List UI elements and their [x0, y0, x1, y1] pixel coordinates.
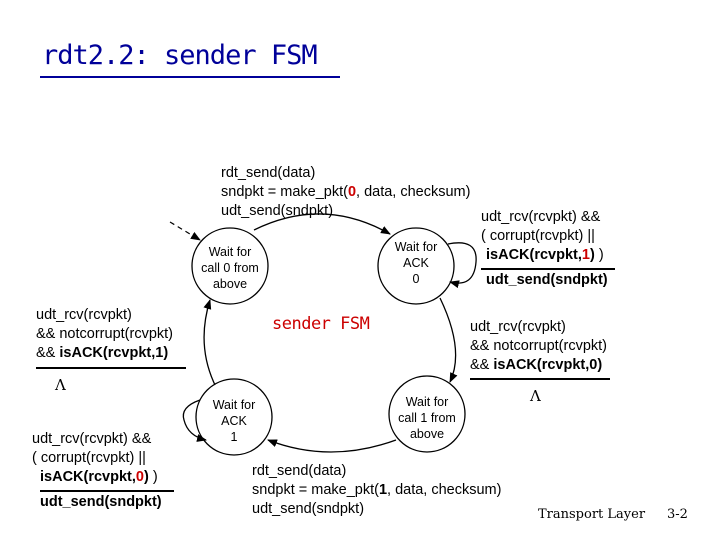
transition-send1: rdt_send(data) sndpkt = make_pkt(1, data…: [252, 462, 501, 519]
arrow-ack0-retx: [447, 242, 477, 289]
state-label-wait-ack0: Wait for ACK 0: [394, 240, 438, 286]
ack0-ok-action: Λ: [530, 387, 541, 405]
state-wait-ack1: [195, 378, 273, 456]
transition-ack0-retx: udt_rcv(rcvpkt) && ( corrupt(rcvpkt) || …: [481, 208, 615, 290]
initial-arrow: [169, 221, 201, 241]
transition-send0: rdt_send(data) sndpkt = make_pkt(0, data…: [221, 164, 470, 221]
transition-ack1-retx: udt_rcv(rcvpkt) && ( corrupt(rcvpkt) || …: [32, 430, 174, 512]
send1-action2: udt_send(sndpkt): [252, 501, 365, 517]
arrow-ack1-retx: [182, 399, 207, 442]
send1-action: sndpkt = make_pkt(1, data, checksum): [252, 482, 502, 498]
arrow-ack1-ok: [203, 299, 216, 386]
footer-page-number: 3-2: [667, 507, 688, 522]
state-wait-call1: [388, 375, 466, 453]
transition-ack1-ok: udt_rcv(rcvpkt) && notcorrupt(rcvpkt) &&…: [36, 307, 173, 361]
center-label: sender FSM: [272, 314, 370, 334]
state-label-wait-call1: Wait for call 1 from above: [398, 395, 456, 441]
state-label-wait-ack1: Wait for ACK 1: [212, 398, 256, 444]
title-underline: [40, 76, 340, 78]
send0-action2: udt_send(sndpkt): [221, 203, 334, 219]
arrow-send1: [267, 439, 397, 453]
footer-course: Transport Layer: [538, 507, 646, 522]
ack1-ok-separator: [36, 367, 186, 369]
send0-event: rdt_send(data): [221, 165, 316, 181]
ack0-ok-separator: [470, 378, 610, 380]
transition-ack0-ok: udt_rcv(rcvpkt) && notcorrupt(rcvpkt) &&…: [470, 319, 607, 373]
send1-event: rdt_send(data): [252, 463, 347, 479]
state-label-wait-call0: Wait for call 0 from above: [201, 245, 259, 291]
arrow-send0: [253, 213, 391, 235]
arrow-ack0-ok: [439, 297, 458, 383]
ack1-ok-action: Λ: [55, 376, 66, 394]
state-wait-call0: [191, 227, 269, 305]
state-wait-ack0: [377, 227, 455, 305]
ack1-retx-separator: [40, 490, 174, 492]
slide-title: rdt2.2: sender FSM: [42, 40, 318, 71]
send0-action: sndpkt = make_pkt(0, data, checksum): [221, 184, 471, 200]
ack0-retx-separator: [481, 268, 615, 270]
